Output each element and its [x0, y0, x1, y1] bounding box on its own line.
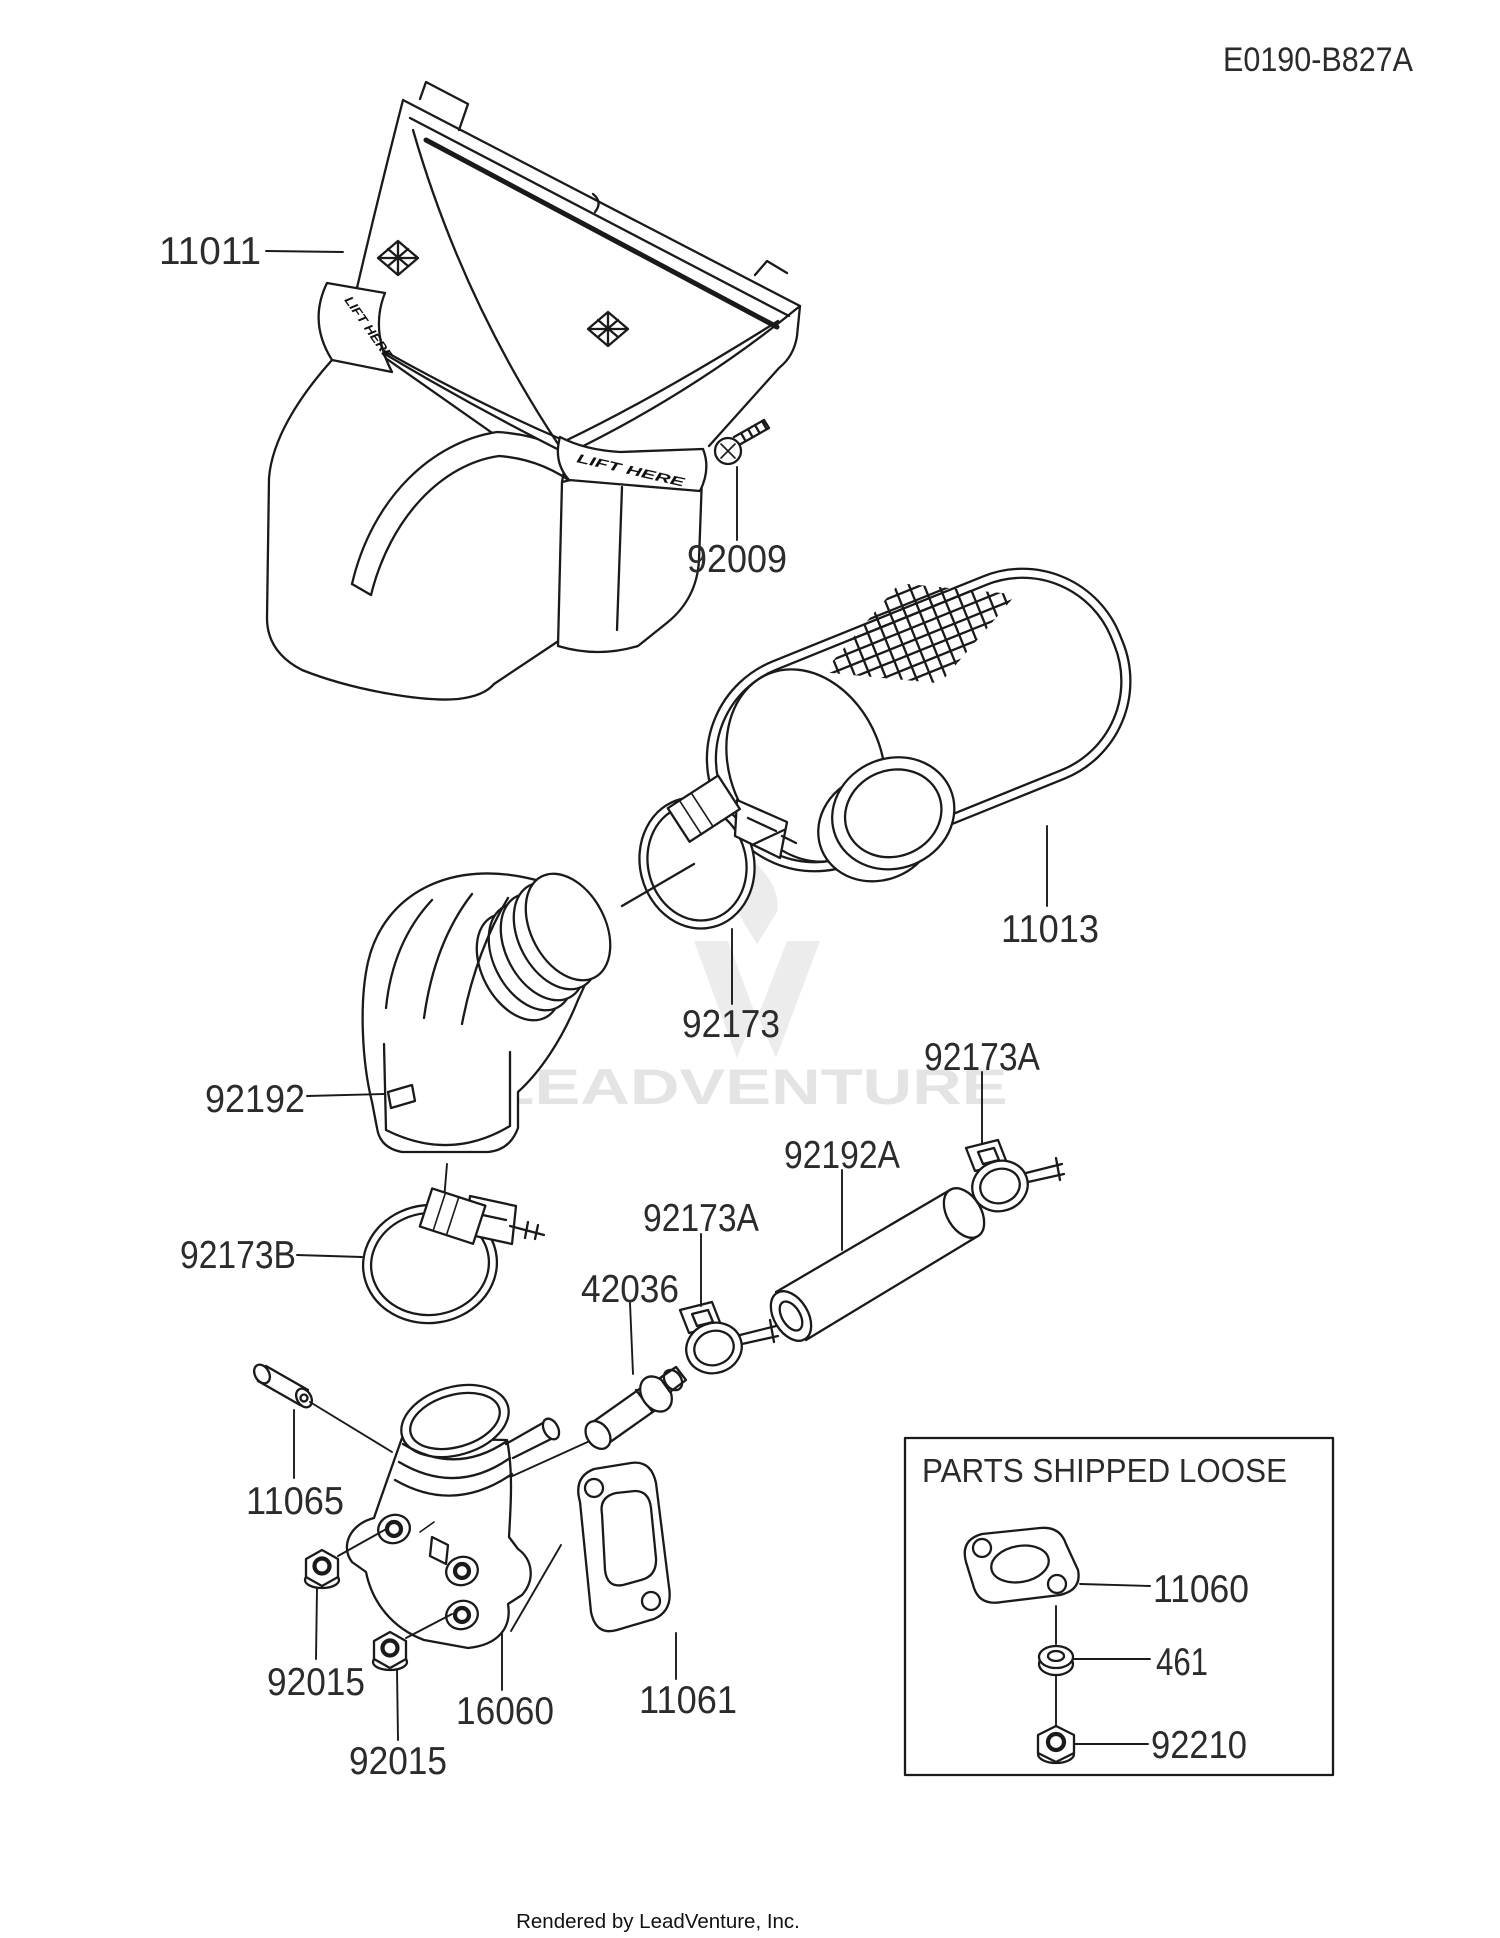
leader-line-92192: [306, 1093, 386, 1097]
breather-tube-drawing-92192A: [769, 1187, 986, 1342]
nut-drawing-92015-lower: [371, 1613, 453, 1672]
part-label-92192A: 92192A: [784, 1134, 900, 1177]
diagram-code: E0190-B827A: [1223, 41, 1413, 79]
bolt-drawing-42036: [507, 1365, 688, 1479]
part-label-11013: 11013: [1001, 908, 1099, 951]
lift-here-tab-left: [317, 281, 394, 374]
part-label-92173: 92173: [682, 1003, 780, 1046]
part-label-92015-upper: 92015: [267, 1661, 365, 1704]
part-label-92192: 92192: [205, 1078, 305, 1121]
part-label-92009: 92009: [687, 538, 787, 581]
nut-drawing-92015-upper: [303, 1527, 389, 1590]
air-cleaner-cover-drawing: LIFT HERE LIFT HERE: [265, 80, 802, 701]
hose-clamp-drawing-92173: [620, 774, 798, 930]
part-label-42036: 42036: [581, 1268, 679, 1311]
washer-drawing-461: [1037, 1644, 1075, 1677]
part-label-11061: 11061: [639, 1679, 737, 1722]
filter-mesh: [803, 545, 1037, 723]
part-label-461: 461: [1156, 1641, 1208, 1684]
intake-pipe-drawing-16060: [345, 1383, 561, 1650]
hose-clamp-drawing-92173B: [361, 1163, 546, 1325]
part-label-92210: 92210: [1151, 1724, 1247, 1767]
footer-credit: Rendered by LeadVenture, Inc.: [516, 1910, 800, 1933]
part-label-11060: 11060: [1153, 1568, 1249, 1611]
part-label-16060: 16060: [456, 1690, 554, 1733]
leader-line-92015-upper: [315, 1587, 318, 1660]
gasket-drawing-11060: [963, 1526, 1080, 1604]
leader-line-11060: [1079, 1583, 1151, 1587]
screw-drawing-92009: [713, 418, 771, 466]
gasket-drawing-11061: [510, 1461, 671, 1633]
part-label-92015-lower: 92015: [349, 1740, 447, 1783]
part-label-92173B: 92173B: [180, 1234, 296, 1277]
cover-vent-grille: [376, 239, 630, 348]
watermark-text: LEADVENTURE: [493, 1059, 1008, 1115]
part-label-92173A-lower: 92173A: [643, 1197, 759, 1240]
pin-drawing-11065: [252, 1363, 393, 1453]
intake-duct-drawing-92192: [361, 872, 612, 1154]
part-label-92173A-upper: 92173A: [924, 1036, 1040, 1079]
wire-clamp-drawing-92173A-lower: [678, 1300, 780, 1375]
nut-drawing-92210: [1036, 1724, 1076, 1765]
leader-line-92015-lower: [396, 1669, 399, 1741]
leader-line-92173B: [296, 1254, 363, 1258]
parts-shipped-loose-box: PARTS SHIPPED LOOSE 11060 461 92210: [903, 1436, 1335, 1777]
wire-clamp-drawing-92173A-upper: [964, 1138, 1066, 1213]
leader-line-11011: [265, 250, 344, 253]
lift-here-tab-bottom: [556, 435, 708, 493]
air-filter-element-drawing: [705, 545, 1132, 883]
part-label-11011: 11011: [159, 230, 261, 273]
parts-box-title: PARTS SHIPPED LOOSE: [922, 1452, 1287, 1489]
leader-line-42036: [629, 1302, 634, 1375]
part-label-11065: 11065: [246, 1480, 344, 1523]
